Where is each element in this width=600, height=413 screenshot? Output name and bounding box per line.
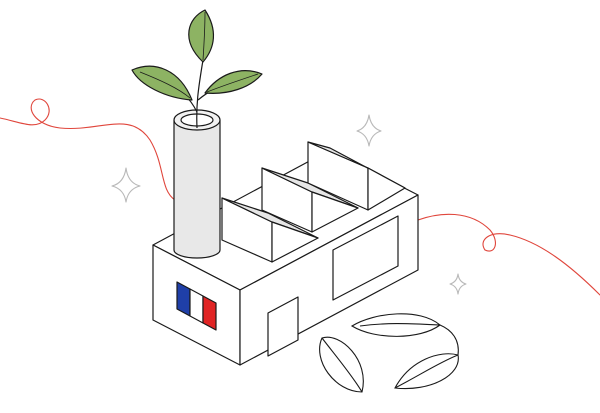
chimney <box>173 109 221 259</box>
leaf <box>131 65 193 101</box>
factory-door <box>267 296 299 357</box>
right-squiggle <box>417 213 600 296</box>
factory-window <box>332 215 399 301</box>
leaf <box>188 9 214 63</box>
france-flag-icon <box>176 281 217 331</box>
left-squiggle <box>0 98 176 201</box>
sawtooth-roof-1 <box>221 197 319 263</box>
sawtooth-roof-2 <box>261 167 359 233</box>
sparkle-icon <box>449 273 467 295</box>
sparkle-icon <box>356 114 382 147</box>
sparkle-icon <box>111 167 141 203</box>
sawtooth-roof-3 <box>307 141 406 211</box>
recycle-leaves-icon <box>319 313 459 393</box>
plant-sprout-icon <box>131 9 263 129</box>
